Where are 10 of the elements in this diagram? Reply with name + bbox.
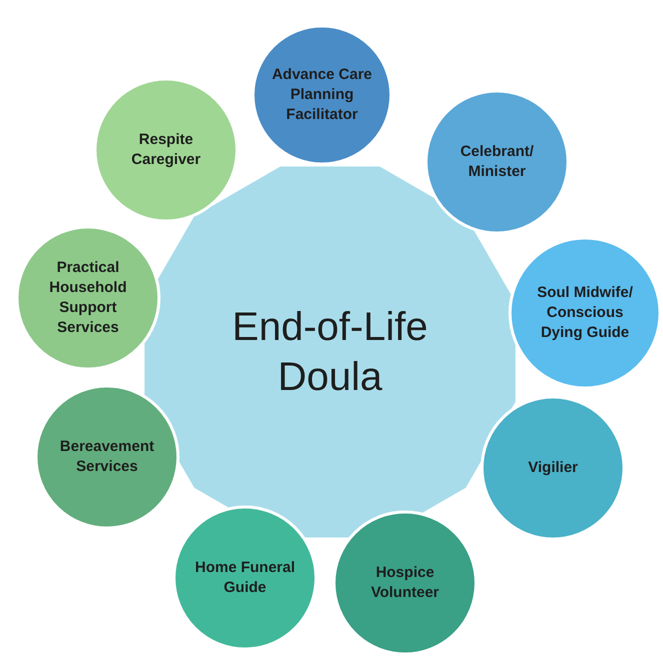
central-title: End-of-Life Doula (231, 304, 429, 401)
role-label: Hospice Volunteer (370, 562, 440, 603)
role-label: Practical Household Support Services (48, 258, 128, 338)
role-label: Soul Midwife/ Conscious Dying Guide (536, 282, 634, 344)
role-label: Respite Caregiver (130, 130, 202, 170)
role-label: Home Funeral Guide (194, 558, 296, 598)
role-label: Advance Care Planning Facilitator (270, 64, 374, 126)
role-label: Bereavement Services (58, 436, 156, 477)
role-label: Vigilier (527, 458, 579, 478)
role-label: Celebrant/ Minister (459, 142, 535, 182)
